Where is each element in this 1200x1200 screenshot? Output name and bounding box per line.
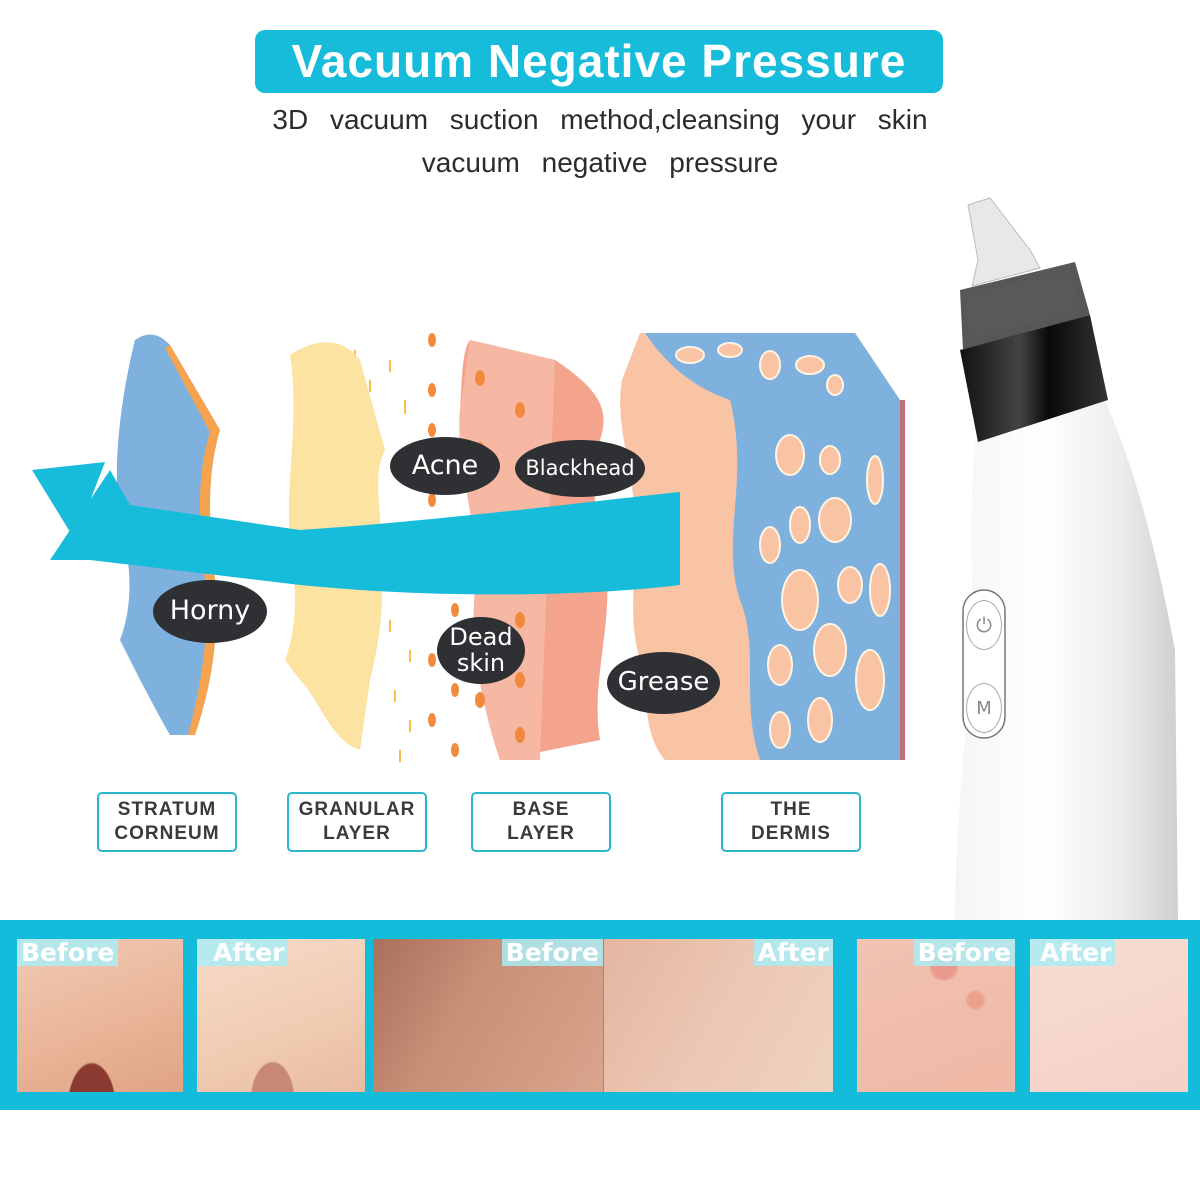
mode-button[interactable]: M — [966, 683, 1002, 733]
title-banner: Vacuum Negative Pressure — [255, 30, 943, 93]
device-illustration — [955, 197, 1178, 920]
callout-blackhead: Blackhead — [515, 440, 645, 497]
layer-label-base: BASE LAYER — [471, 792, 611, 852]
skin-layers-diagram: Horny Acne Blackhead Dead skin Grease — [0, 300, 940, 770]
callout-dead-skin-line2: skin — [456, 648, 506, 677]
photo-nose-after: After — [197, 939, 365, 1092]
power-button[interactable]: ⏻ — [966, 600, 1002, 650]
layer-label-line2: LAYER — [323, 823, 391, 844]
impurity-particles — [428, 333, 459, 757]
subtitle-line-2: vacuum negative pressure — [421, 147, 779, 178]
layer-label-dermis: THE DERMIS — [721, 792, 861, 852]
callout-dead-skin: Dead skin — [437, 617, 525, 684]
photo-nose-before: Before — [17, 939, 183, 1092]
after-tag: After — [753, 939, 833, 966]
photo-acne-after: After — [1030, 939, 1188, 1092]
layer-label-line2: LAYER — [507, 823, 575, 844]
layer-label-line2: CORNEUM — [114, 823, 220, 844]
subtitle-line-1: 3D vacuum suction method,cleansing your … — [272, 104, 928, 135]
dermis-layer — [620, 333, 905, 760]
layer-label-line1: BASE — [512, 799, 570, 820]
callout-horny: Horny — [153, 580, 267, 643]
callout-grease: Grease — [607, 652, 720, 714]
after-tag: After — [1030, 939, 1116, 966]
layer-label-line1: STRATUM — [117, 799, 217, 820]
before-tag: Before — [17, 939, 119, 966]
layer-label-line2: DERMIS — [751, 823, 831, 844]
suction-arrow-icon — [32, 462, 680, 595]
layer-label-line1: THE — [770, 799, 812, 820]
blackhead-remover-device: ⏻ M — [930, 190, 1200, 922]
callout-dead-skin-line1: Dead — [449, 623, 513, 652]
after-tag: After — [197, 939, 289, 966]
photo-acne-before: Before — [857, 939, 1015, 1092]
before-after-band: Before After Before After Before After — [0, 920, 1200, 1110]
layer-label-stratum-corneum: STRATUM CORNEUM — [97, 792, 237, 852]
callout-acne: Acne — [390, 437, 500, 495]
before-tag: Before — [501, 939, 603, 966]
layer-label-line1: GRANULAR — [298, 799, 416, 820]
photo-cheek-after: After — [604, 939, 833, 1092]
photo-cheek-before: Before — [373, 939, 603, 1092]
before-tag: Before — [913, 939, 1015, 966]
layer-label-granular: GRANULAR LAYER — [287, 792, 427, 852]
skin-layers-illustration — [32, 333, 905, 762]
